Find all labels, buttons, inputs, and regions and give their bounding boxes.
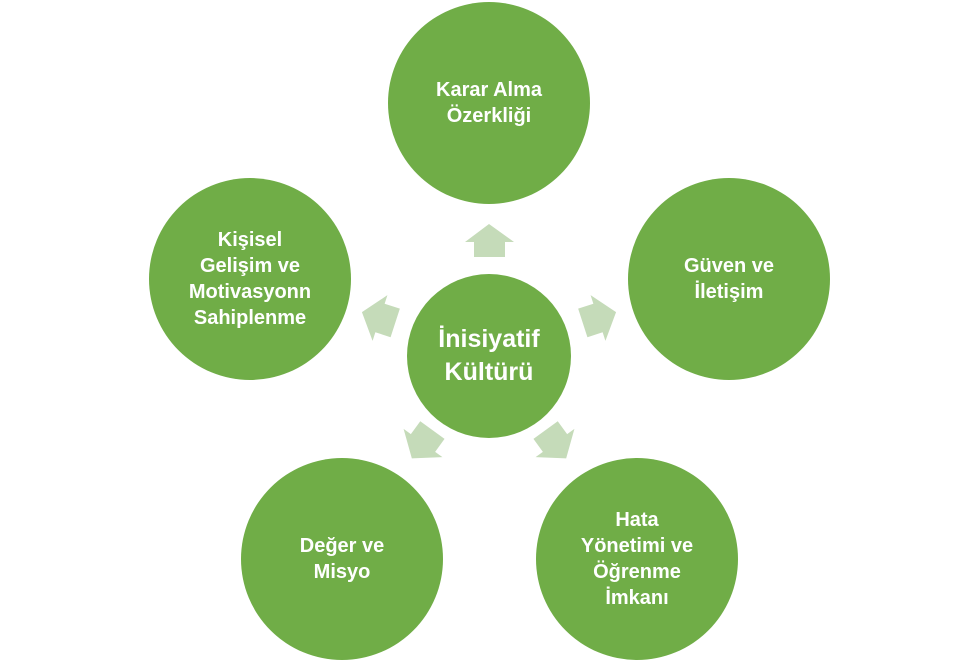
arrow-to-karar-alma <box>465 224 514 257</box>
node-hata-yonetimi-label: Hata Yönetimi ve Öğrenme İmkanı <box>580 509 694 609</box>
node-karar-alma-label: Karar Alma Özerkliği <box>436 79 542 127</box>
node-karar-alma: Karar Alma Özerkliği <box>388 2 590 204</box>
node-deger-label: Değer ve Misyo <box>299 535 385 583</box>
arrow-to-kisisel-gelisim <box>361 295 400 341</box>
center-node: İnisiyatif Kültürü <box>407 274 571 438</box>
center-node-label: İnisiyatif Kültürü <box>438 325 540 386</box>
node-guven-label: Güven ve İletişim <box>683 255 775 303</box>
node-kisisel-gelisim: Kişisel Gelişim ve Motivasyonn Sahiplenm… <box>149 178 351 380</box>
arrow-to-deger <box>403 421 445 459</box>
node-hata-yonetimi: Hata Yönetimi ve Öğrenme İmkanı <box>536 458 738 660</box>
node-deger: Değer ve Misyo <box>241 458 443 660</box>
arrow-to-hata-yonetimi <box>533 421 575 459</box>
arrow-to-guven <box>578 295 617 341</box>
node-guven: Güven ve İletişim <box>628 178 830 380</box>
node-kisisel-gelisim-label: Kişisel Gelişim ve Motivasyonn Sahiplenm… <box>188 229 312 329</box>
